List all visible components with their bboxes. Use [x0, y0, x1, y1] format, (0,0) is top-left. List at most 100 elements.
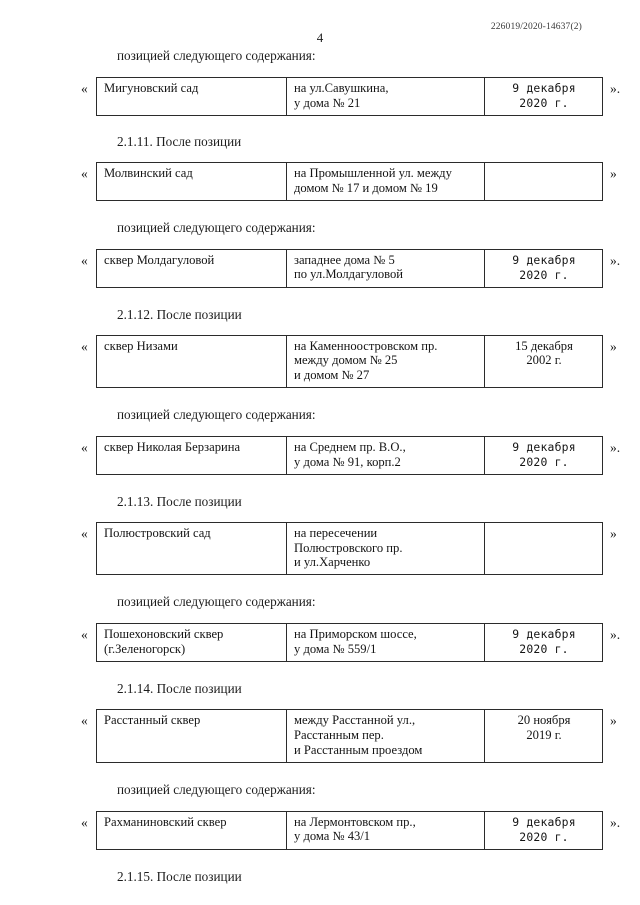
- cell-line: у дома № 21: [294, 95, 361, 110]
- position-table-molvinskiy-sad: Молвинский сад на Промышленной ул. между…: [96, 162, 603, 201]
- vertical-spacer: [0, 322, 640, 335]
- cell-line: на пересечении: [294, 525, 378, 540]
- cell-line: Полюстровский сад: [104, 525, 211, 540]
- cell-line: [492, 181, 596, 196]
- cell-line: 9 декабря: [512, 439, 576, 454]
- vertical-spacer: [0, 509, 640, 522]
- cell-line: у дома № 43/1: [294, 829, 371, 844]
- table-row: Молвинский сад на Промышленной ул. между…: [96, 162, 603, 201]
- cell-line: 2020 г.: [519, 454, 569, 469]
- quoted-position-block-rasstannyy-skver: «Расстанный сквер между Расстанной ул.,Р…: [0, 709, 640, 763]
- cell-line: на Лермонтовском пр.,: [294, 814, 416, 829]
- open-quotation-mark: «: [81, 81, 88, 96]
- position-table-skver-nizami: сквер Низами на Каменноостровском пр.меж…: [96, 334, 603, 388]
- cell-line: [104, 368, 280, 383]
- open-quotation-mark: «: [81, 627, 88, 643]
- quoted-position-block-molvinskiy-sad: « Молвинский сад на Промышленной ул. межд…: [0, 162, 640, 201]
- position-table-skver-nikolaya-berzarina: сквер Николая Берзарина на Среднем пр. В…: [96, 435, 603, 475]
- position-table-rahmaninovskiy-skver: Рахманиновский сквер на Лермонтовском пр…: [96, 810, 603, 850]
- close-quotation-mark: »: [610, 166, 617, 181]
- vertical-spacer: [0, 116, 640, 134]
- cell-address: между Расстанной ул.,Расстанным пер.и Ра…: [286, 709, 485, 763]
- cell-line: и Расстанным проездом: [294, 742, 423, 757]
- close-quotation-mark: ».: [610, 814, 621, 830]
- vertical-spacer: [0, 201, 640, 220]
- paragraph-clause-2-1-11: 2.1.11. После позиции: [117, 134, 242, 149]
- cell-line: 2020 г.: [519, 96, 569, 110]
- open-quotation-mark: «: [81, 439, 88, 455]
- vertical-spacer: [0, 149, 640, 162]
- cell-line: Полюстровского пр.: [294, 540, 403, 555]
- cell-line: Расстанным пер.: [294, 727, 384, 742]
- cell-line: 2020 г.: [519, 642, 569, 657]
- cell-date: [484, 162, 603, 201]
- document-body: позицией следующего содержания: « Мигуновс…: [0, 48, 640, 884]
- cell-line: между домом № 25: [294, 353, 398, 368]
- cell-line: [104, 353, 280, 368]
- cell-line: Мигуновский сад: [104, 81, 199, 95]
- vertical-spacer: [0, 609, 640, 623]
- table-row: Рахманиновский сквер на Лермонтовском пр…: [96, 810, 603, 850]
- open-quotation-mark: «: [81, 252, 88, 268]
- close-quotation-mark: »: [610, 525, 617, 541]
- vertical-spacer: [0, 575, 640, 594]
- cell-line: Пошехоновский сквер: [104, 627, 224, 642]
- table-row: Расстанный сквер между Расстанной ул.,Ра…: [96, 709, 603, 763]
- vertical-spacer: [0, 763, 640, 782]
- paragraph-lead-3: позицией следующего содержания:: [117, 406, 316, 422]
- cell-line: у дома № 559/1: [294, 641, 377, 656]
- cell-line: [492, 556, 596, 571]
- cell-line: [104, 455, 280, 470]
- cell-address: на ул.Савушкина,у дома № 21: [286, 77, 485, 116]
- cell-line: Расстанный сквер: [104, 713, 201, 728]
- paragraph-lead-4: позицией следующего содержания:: [117, 594, 316, 610]
- cell-line: [104, 181, 280, 196]
- cell-line: [492, 166, 596, 181]
- cell-line: сквер Низами: [104, 338, 178, 353]
- cell-line: [492, 526, 596, 541]
- cell-line: и ул.Харченко: [294, 555, 371, 570]
- close-quotation-mark: ».: [610, 439, 621, 455]
- open-quotation-mark: «: [81, 814, 88, 830]
- vertical-spacer: [0, 662, 640, 681]
- cell-line: 9 декабря: [512, 814, 576, 829]
- cell-object-name: сквер Николая Берзарина: [96, 435, 287, 475]
- close-quotation-mark: ».: [610, 252, 621, 268]
- paragraph-lead-5: позицией следующего содержания:: [117, 781, 316, 797]
- quoted-position-block-poshehonovskiy-skver: « Пошехоновский сквер(г.Зеленогорск)на Пр…: [0, 623, 640, 663]
- cell-object-name: Мигуновский сад: [96, 77, 287, 116]
- cell-line: по ул.Молдагуловой: [294, 267, 404, 282]
- table-row: Мигуновский сад на ул.Савушкина,у дома №…: [96, 77, 603, 116]
- quoted-position-block-migunovskiy-sad: « Мигуновский сад на ул.Савушкина,у дома …: [0, 77, 640, 116]
- cell-line: и домом № 27: [294, 367, 370, 382]
- cell-line: западнее дома № 5: [294, 252, 395, 267]
- cell-line: [104, 829, 280, 844]
- cell-line: [104, 743, 280, 758]
- paragraph-clause-2-1-15: 2.1.15. После позиции: [117, 868, 242, 884]
- position-table-migunovskiy-sad: Мигуновский сад на ул.Савушкина,у дома №…: [96, 77, 603, 116]
- cell-line: [492, 368, 596, 383]
- table-row: Пошехоновский сквер(г.Зеленогорск)на При…: [96, 623, 603, 663]
- cell-object-name: Полюстровский сад: [96, 521, 287, 576]
- cell-line: 9 декабря: [512, 81, 576, 95]
- paragraph-clause-2-1-14: 2.1.14. После позиции: [117, 681, 242, 697]
- paragraph-clause-2-1-13: 2.1.13. После позиции: [117, 493, 242, 509]
- cell-line: 15 декабря: [515, 338, 573, 353]
- cell-line: на Среднем пр. В.О.,: [294, 439, 406, 454]
- cell-line: [104, 267, 280, 282]
- vertical-spacer: [0, 696, 640, 709]
- cell-address: на Лермонтовском пр.,у дома № 43/1: [286, 810, 485, 850]
- cell-address: на Каменноостровском пр.между домом № 25…: [286, 334, 485, 388]
- cell-address: на Приморском шоссе,у дома № 559/1: [286, 623, 485, 663]
- close-quotation-mark: ».: [610, 81, 621, 96]
- table-row: сквер Николая Берзарина на Среднем пр. В…: [96, 435, 603, 475]
- open-quotation-mark: «: [81, 166, 88, 181]
